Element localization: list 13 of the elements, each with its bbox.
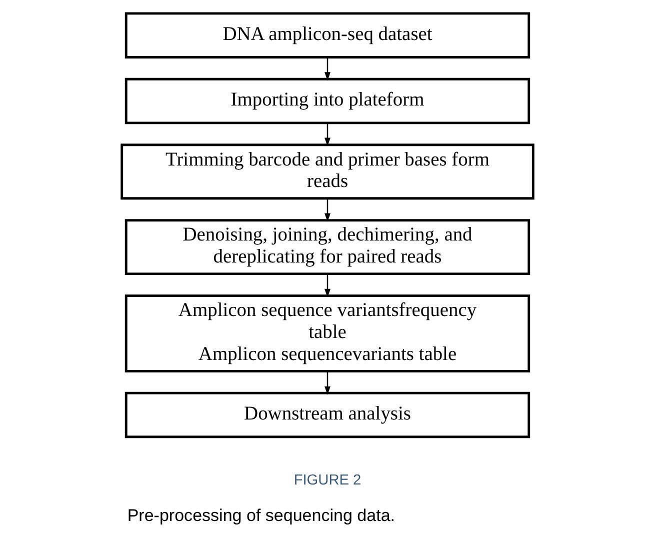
arrow — [324, 57, 330, 81]
node-box: Amplicon sequence variantsfrequency table Amplicon sequencevariants table — [124, 294, 530, 372]
node-box: Importing into plateform — [124, 78, 530, 124]
arrow — [324, 123, 330, 146]
caption: Pre-processing of sequencing data. — [127, 506, 396, 526]
arrow — [324, 198, 330, 222]
arrow — [324, 274, 330, 298]
label: FIGURE 2 — [294, 472, 362, 488]
arrow — [324, 371, 330, 395]
node-box: Downstream analysis — [124, 392, 530, 438]
node-box: Trimming barcode and primer bases form reads — [120, 144, 534, 200]
node-box: DNA amplicon-seq dataset — [124, 12, 530, 58]
node-box: Denoising, joining, dechimering, and dereplicating for paired reads — [124, 219, 530, 276]
